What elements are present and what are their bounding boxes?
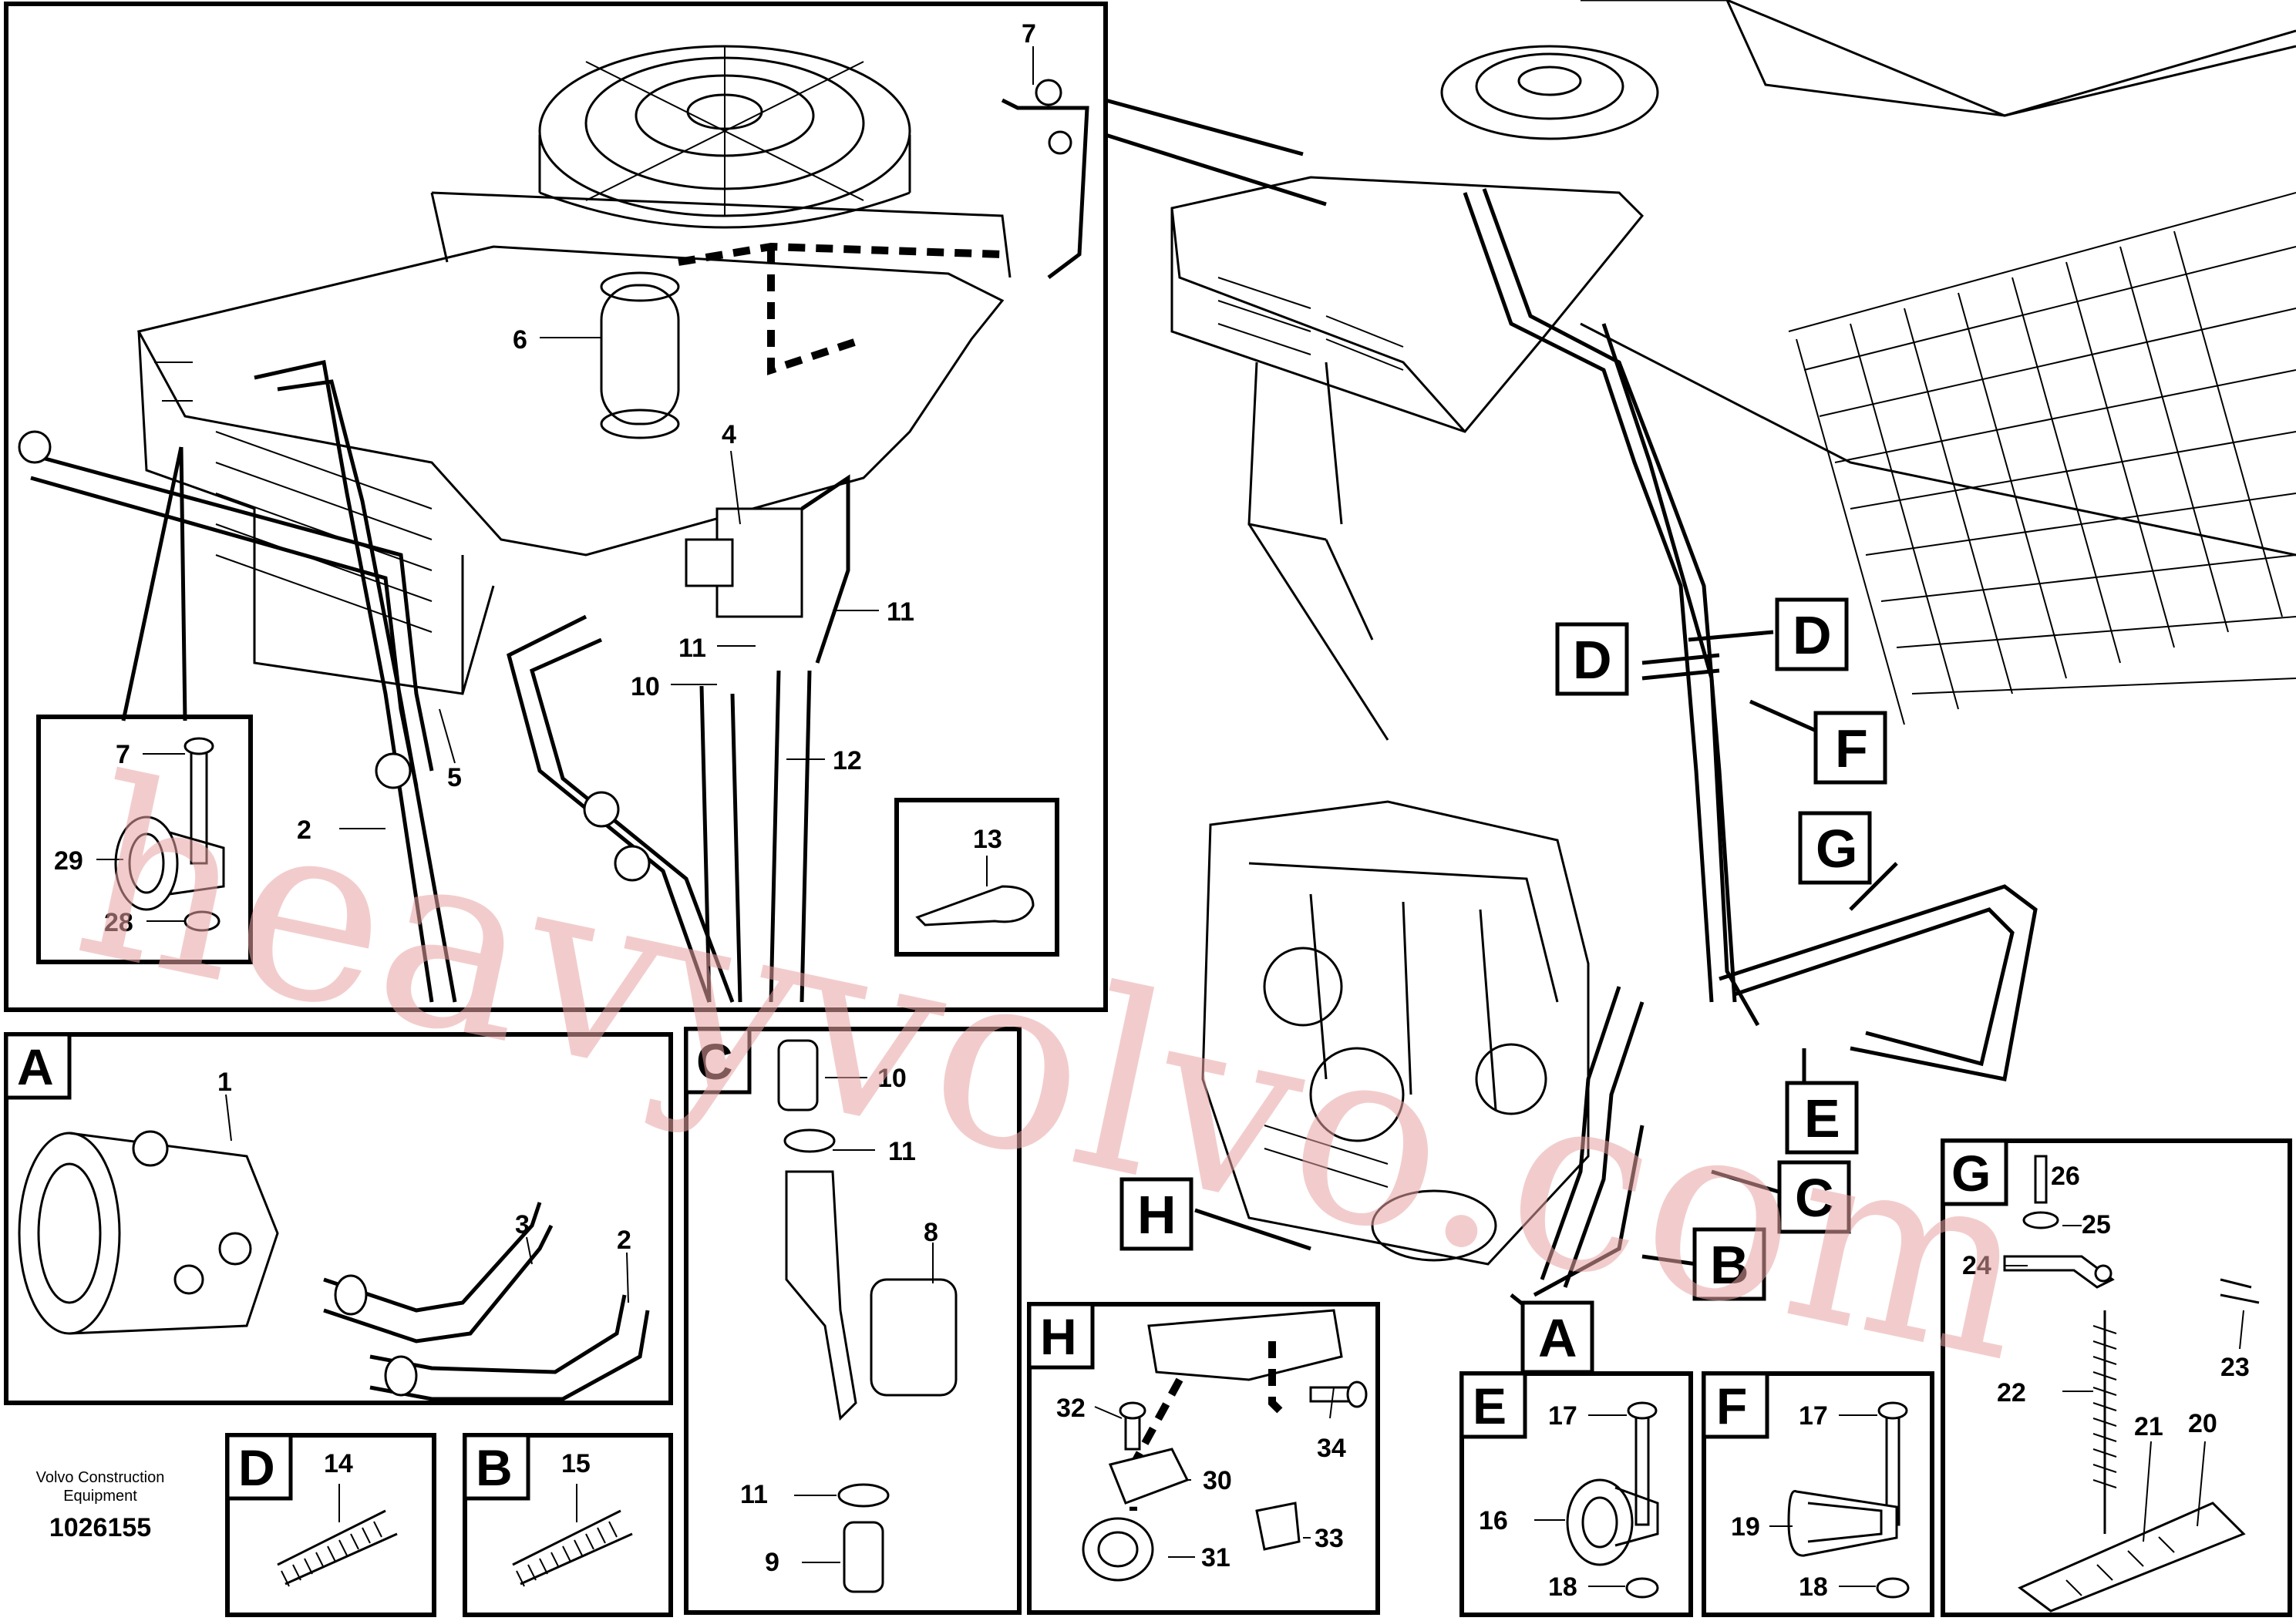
brand-line2: Equipment (63, 1488, 137, 1505)
hose-bundle (1463, 188, 2038, 1297)
part-label: 6 (513, 325, 527, 355)
leader-line (1105, 133, 1327, 207)
part-label: 17 (1548, 1401, 1577, 1431)
part-label: 25 (2082, 1210, 2111, 1239)
part-label: 10 (631, 672, 660, 701)
part-label: 8 (924, 1218, 938, 1247)
callout-tag: B (1710, 1235, 1749, 1295)
part-label: 2 (297, 816, 311, 845)
detail-letter: A (17, 1038, 54, 1095)
part-label: 11 (887, 597, 914, 627)
callout-tag: D (1793, 605, 1832, 665)
part-label: 21 (2134, 1412, 2163, 1441)
detail-f: F 17 19 18 (1702, 1371, 1934, 1617)
main-view-labels: 7 6 4 11 11 10 12 5 2 (297, 19, 1036, 845)
part-label: 20 (2188, 1409, 2217, 1438)
part-label: 11 (678, 634, 706, 663)
part-label: 7 (1022, 19, 1036, 49)
condenser-unit-illustration (18, 45, 1089, 1003)
part-label: 9 (765, 1548, 779, 1577)
engine-illustration (1201, 800, 1590, 1266)
part-label: 11 (888, 1137, 916, 1166)
detail-c: C 10 11 8 11 9 (684, 1027, 1022, 1615)
callout-tag: F (1835, 718, 1868, 779)
machine-view-leaders (1194, 630, 1898, 1327)
callout-tag: D (1573, 630, 1612, 690)
part-label: 5 (447, 763, 462, 792)
callout-tag: A (1538, 1308, 1577, 1368)
detail-d: D 14 (225, 1433, 436, 1617)
callout-tag: G (1816, 819, 1857, 879)
detail-letter: D (238, 1439, 275, 1496)
main-view: 7 6 4 11 11 10 12 5 2 7 29 28 (4, 2, 1327, 1012)
inset-cable-tie: 13 (894, 798, 1059, 957)
part-label: 34 (1317, 1434, 1346, 1463)
detail-letter: G (1951, 1145, 1991, 1202)
part-label: 30 (1203, 1466, 1232, 1495)
part-label: 15 (561, 1449, 591, 1478)
detail-letter: B (476, 1439, 513, 1496)
condenser-unit-small (1170, 45, 1659, 741)
part-label: 16 (1479, 1506, 1508, 1535)
main-view-leaders (121, 46, 1034, 829)
part-label: 13 (973, 825, 1002, 854)
inset-fastener: 7 29 28 (36, 715, 253, 964)
part-label: 18 (1799, 1572, 1828, 1602)
part-label: 12 (833, 746, 862, 775)
detail-e: E 17 16 18 (1459, 1371, 1693, 1617)
diagram-footer: Volvo Construction Equipment 1026155 (23, 1468, 177, 1543)
part-label: 17 (1799, 1401, 1828, 1431)
part-label: 28 (104, 908, 133, 937)
part-label: 14 (324, 1449, 353, 1478)
part-label: 19 (1731, 1512, 1760, 1542)
part-label: 23 (2220, 1353, 2250, 1382)
part-label: 1 (217, 1068, 232, 1097)
leader-line (1105, 98, 1304, 156)
detail-g: G 26 25 24 23 22 21 20 (1941, 1138, 2292, 1617)
part-label: 24 (1962, 1251, 1991, 1280)
detail-h: H 32 34 30 31 33 (1027, 1302, 1380, 1615)
part-label: 26 (2051, 1162, 2080, 1191)
detail-b: B 15 (463, 1433, 673, 1617)
part-label: 31 (1201, 1543, 1230, 1572)
part-label: 33 (1315, 1524, 1344, 1553)
detail-letter: F (1716, 1377, 1747, 1434)
part-label: 3 (515, 1210, 530, 1239)
part-label: 2 (617, 1226, 631, 1255)
grille-illustration (1788, 192, 2296, 725)
callout-tag: H (1137, 1185, 1177, 1245)
part-label: 22 (1997, 1378, 2026, 1407)
callout-tag: E (1804, 1088, 1840, 1148)
corrugated-sleeve (277, 1509, 398, 1587)
detail-letter: H (1040, 1308, 1077, 1365)
main-view-frame (4, 2, 1108, 1012)
detail-a: A 1 3 2 (4, 1032, 673, 1405)
part-label: 18 (1548, 1572, 1577, 1602)
machine-view: D D F G E C B A H (1119, 0, 2296, 1374)
detail-letter: E (1473, 1377, 1507, 1434)
part-label: 32 (1056, 1394, 1086, 1423)
machine-view-tags: D D F G E C B A H (1119, 597, 1887, 1374)
part-label: 29 (54, 846, 83, 876)
diagram-code: 1026155 (49, 1513, 152, 1542)
brand-line1: Volvo Construction (35, 1469, 165, 1486)
part-label: 4 (722, 420, 736, 449)
part-label: 7 (116, 740, 130, 769)
callout-tag: C (1795, 1168, 1834, 1228)
corrugated-sleeve (512, 1509, 633, 1587)
detail-letter: C (696, 1033, 733, 1090)
part-label: 11 (740, 1480, 768, 1509)
part-label: 10 (877, 1064, 907, 1093)
